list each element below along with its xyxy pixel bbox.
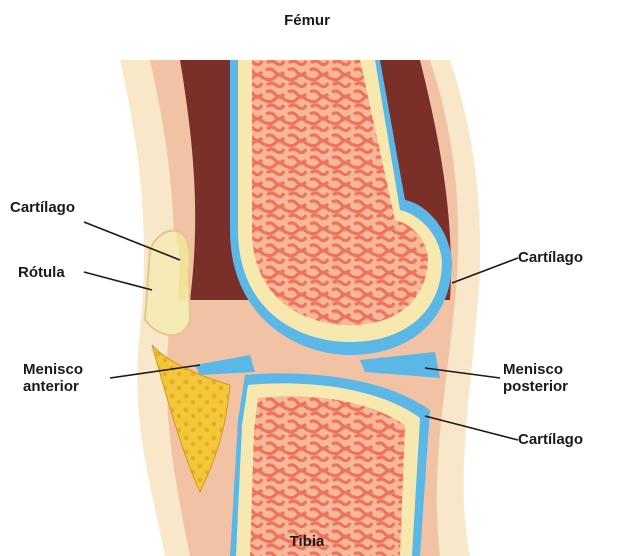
label-cartilago-right-upper: Cartílago xyxy=(518,249,583,266)
label-menisco-posterior-line1: Menisco xyxy=(503,361,568,378)
label-rotula: Rótula xyxy=(18,264,65,281)
label-tibia: Tibia xyxy=(252,533,362,550)
leader-rotula xyxy=(84,272,152,290)
label-menisco-posterior-line2: posterior xyxy=(503,378,568,395)
tibia xyxy=(230,373,430,556)
patella xyxy=(145,231,190,335)
label-menisco-anterior-line2: anterior xyxy=(23,378,83,395)
label-cartilago-left: Cartílago xyxy=(10,199,75,216)
label-menisco-posterior: Menisco posterior xyxy=(503,361,568,395)
label-menisco-anterior: Menisco anterior xyxy=(23,361,83,395)
label-cartilago-right-lower: Cartílago xyxy=(518,431,583,448)
label-menisco-anterior-line1: Menisco xyxy=(23,361,83,378)
label-femur: Fémur xyxy=(252,12,362,29)
